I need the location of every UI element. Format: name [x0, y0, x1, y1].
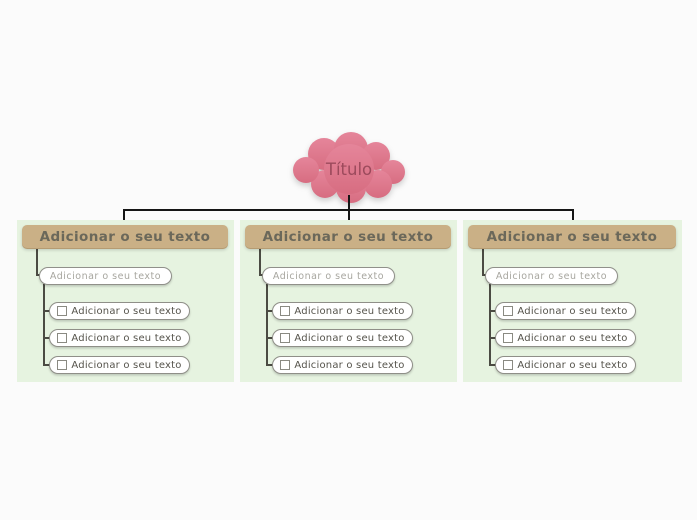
branch-header-node[interactable]: Adicionar o seu texto: [245, 225, 451, 248]
branch-header-label: Adicionar o seu texto: [262, 228, 434, 245]
connector-drop-left: [123, 210, 125, 225]
connector-drop-center: [348, 210, 350, 225]
task-label: Adicionar o seu texto: [294, 332, 405, 344]
branch-header-node[interactable]: Adicionar o seu texto: [468, 225, 676, 248]
task-node[interactable]: Adicionar o seu texto: [272, 329, 413, 347]
task-node[interactable]: Adicionar o seu texto: [49, 302, 190, 320]
task-node[interactable]: Adicionar o seu texto: [272, 302, 413, 320]
branch-panel: Adicionar o seu texto Adicionar o seu te…: [240, 220, 457, 382]
subtopic-node[interactable]: Adicionar o seu texto: [39, 267, 172, 285]
branch-line: [489, 284, 491, 366]
branch-line: [43, 284, 45, 366]
task-node[interactable]: Adicionar o seu texto: [495, 356, 636, 374]
branch-header-node[interactable]: Adicionar o seu texto: [22, 225, 228, 248]
branch-panel: Adicionar o seu texto Adicionar o seu te…: [463, 220, 682, 382]
task-node[interactable]: Adicionar o seu texto: [49, 329, 190, 347]
branch-line: [36, 248, 38, 276]
checkbox-icon[interactable]: [280, 360, 291, 370]
subtopic-node[interactable]: Adicionar o seu texto: [485, 267, 618, 285]
branch-line: [43, 364, 51, 366]
task-label: Adicionar o seu texto: [71, 332, 182, 344]
branch-line: [43, 337, 51, 339]
checkbox-icon[interactable]: [280, 306, 291, 316]
branch-line: [489, 337, 497, 339]
task-label: Adicionar o seu texto: [517, 332, 628, 344]
task-label: Adicionar o seu texto: [71, 359, 182, 371]
subtopic-node[interactable]: Adicionar o seu texto: [262, 267, 395, 285]
subtopic-label: Adicionar o seu texto: [49, 270, 162, 282]
subtopic-label: Adicionar o seu texto: [272, 270, 385, 282]
branch-line: [266, 337, 274, 339]
branch-line: [266, 284, 268, 366]
branch-line: [266, 310, 274, 312]
checkbox-icon[interactable]: [57, 306, 68, 316]
branch-panel: Adicionar o seu texto Adicionar o seu te…: [17, 220, 234, 382]
branch-line: [482, 248, 484, 276]
task-node[interactable]: Adicionar o seu texto: [495, 302, 636, 320]
task-node[interactable]: Adicionar o seu texto: [272, 356, 413, 374]
checkbox-icon[interactable]: [280, 333, 291, 343]
task-label: Adicionar o seu texto: [71, 305, 182, 317]
root-node-cloud[interactable]: Título: [289, 131, 410, 208]
branch-line: [43, 310, 51, 312]
branch-line: [259, 248, 261, 276]
task-node[interactable]: Adicionar o seu texto: [495, 329, 636, 347]
branch-line: [266, 364, 274, 366]
task-label: Adicionar o seu texto: [517, 359, 628, 371]
checkbox-icon[interactable]: [503, 333, 514, 343]
checkbox-icon[interactable]: [503, 360, 514, 370]
task-label: Adicionar o seu texto: [517, 305, 628, 317]
branch-header-label: Adicionar o seu texto: [486, 228, 658, 245]
checkbox-icon[interactable]: [57, 360, 68, 370]
branch-line: [489, 364, 497, 366]
checkbox-icon[interactable]: [503, 306, 514, 316]
branch-header-label: Adicionar o seu texto: [39, 228, 211, 245]
cloud-shape: [293, 132, 405, 203]
root-node-label: Título: [325, 160, 372, 179]
branch-line: [489, 310, 497, 312]
checkbox-icon[interactable]: [57, 333, 68, 343]
task-label: Adicionar o seu texto: [294, 305, 405, 317]
connector-drop-right: [572, 210, 574, 225]
task-node[interactable]: Adicionar o seu texto: [49, 356, 190, 374]
subtopic-label: Adicionar o seu texto: [495, 270, 608, 282]
task-label: Adicionar o seu texto: [294, 359, 405, 371]
connector-root-vertical: [348, 195, 350, 210]
